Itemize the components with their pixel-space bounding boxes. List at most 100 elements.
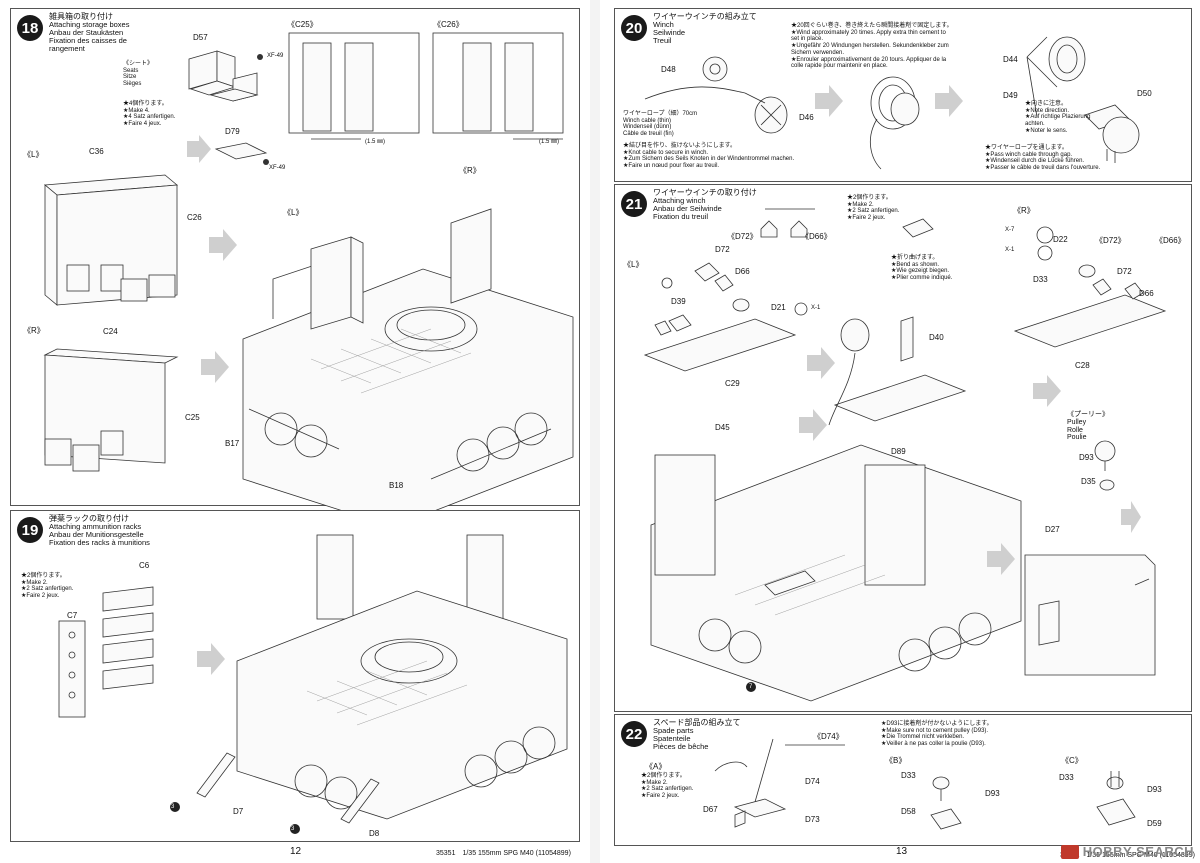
flow-arrow [807, 347, 835, 379]
flow-arrow [935, 85, 963, 117]
note-line: ★20回ぐらい巻き、巻き終えたら瞬間接着剤で固定します。 [791, 23, 953, 29]
marker-number: 7 [749, 684, 753, 690]
vehicle-hull-illustration [242, 208, 574, 528]
note-line: ★Note direction. [1025, 107, 1070, 114]
seat-cushion-illustration [214, 142, 268, 160]
note-line: ★Auf richtige Plazierung [1025, 114, 1091, 121]
paint-dot-icon [257, 54, 263, 60]
part-label: D93 [985, 789, 1000, 798]
note-line: Câble de treuil (fin) [623, 131, 674, 138]
note-line: ★ワイヤーロープを通します。 [985, 145, 1068, 151]
step-title-block: 雑具箱の取り付け Attaching storage boxes Anbau d… [49, 12, 144, 54]
note-line: ★結び目を作り、抜けないようにします。 [623, 143, 737, 149]
pass-cable-note: ★ワイヤーロープを通します。 ★Pass winch cable through… [985, 145, 1100, 172]
part-label: D33 [1033, 275, 1048, 284]
winch-wound-illustration [869, 76, 920, 170]
part-tag: 《D66》 [801, 232, 832, 241]
note-line: Sitze [123, 74, 137, 81]
title-fr: Pièces de bêche [653, 742, 709, 752]
flow-arrow [197, 643, 225, 675]
title-en: Spade parts [653, 726, 694, 736]
part-tag: 《D72》 [1095, 236, 1126, 245]
pulley-note: 《プーリー》 Pulley Rolle Poulie [1067, 411, 1109, 442]
rear-box-illustration [1024, 554, 1156, 676]
vehicle-hull-illustration [196, 590, 568, 824]
title-de: Anbau der Munitionsgestelle [49, 530, 144, 540]
step-number-badge: 19 [17, 517, 43, 543]
title-fr: Fixation des caisses de rangement [49, 36, 127, 54]
flow-arrow [187, 135, 211, 163]
part-label: D66 [1139, 289, 1154, 298]
note-line: ★Die Trommel nicht verkleben. [881, 734, 965, 741]
note-line: Poulie [1067, 434, 1087, 442]
step-20-panel: 20 ワイヤーウインチの組み立て Winch Seilwinde Treuil [614, 8, 1192, 182]
note-line: ★Make 2. [641, 779, 668, 786]
note-line: ★Faire un nœud pour fixer au treuil. [623, 163, 720, 170]
title-fr: Fixation du treuil [653, 212, 709, 222]
side-tag: 《L》 [23, 150, 44, 159]
paint-label: XF-49 [269, 165, 286, 171]
title-en: Attaching storage boxes [49, 20, 130, 30]
part-label: C36 [89, 147, 104, 156]
title-de: Anbau der Seilwinde [653, 204, 722, 214]
step-20-drawing [644, 36, 1140, 170]
step-number-badge: 22 [621, 721, 647, 747]
part-label: D40 [929, 333, 944, 342]
step-21-drawing [643, 208, 1167, 702]
glue-marker-icon [170, 802, 180, 812]
side-tag: 《R》 [1013, 206, 1035, 215]
paint-label: X-7 [1005, 227, 1015, 233]
paint-label: X-1 [811, 305, 821, 311]
spade-assembly-illustration [714, 738, 845, 828]
note-line: ★2 Satz anfertigen. [641, 786, 694, 793]
note-line: ★Knot cable to secure in winch. [623, 149, 709, 156]
note-line: ★Veiller à ne pas coller la poulie (D93)… [881, 741, 986, 748]
part-label: D46 [799, 113, 814, 122]
seat-note: 《シート》 Seats Sitze Sièges [123, 61, 153, 88]
part-label: C28 [1075, 361, 1090, 370]
part-label: D48 [661, 65, 676, 74]
ammo-rack-installed-illustration [316, 534, 504, 620]
part-label: D8 [369, 829, 380, 838]
size-label: (1.5 ㎜) [365, 139, 386, 145]
paint-dot-icon [263, 159, 269, 165]
pulley-illustration [1094, 440, 1116, 491]
part-label: D67 [703, 805, 718, 814]
part-label: D45 [715, 423, 730, 432]
part-label: D39 [671, 297, 686, 306]
note-line: Seats [123, 67, 139, 74]
note-line: ★向きに注意。 [1025, 101, 1068, 107]
wind-note: ★20回ぐらい巻き、巻き終えたら瞬間接着剤で固定します。 ★Wind appro… [791, 23, 953, 70]
paint-label: X-1 [1005, 247, 1015, 253]
step-21-panel: 21 ワイヤーウインチの取り付け Attaching winch Anbau d… [614, 184, 1192, 712]
title-jp: ワイヤーウインチの取り付け [653, 188, 757, 197]
cement-note: ★D93に接着剤が付かないようにします。 ★Make sure not to c… [881, 721, 993, 748]
part-label: C26 [187, 213, 202, 222]
part-label: D44 [1003, 55, 1018, 64]
title-en: Attaching ammunition racks [49, 522, 142, 532]
part-box-tag: 《C26》 [433, 20, 464, 29]
make-2-note: ★2個作ります。 ★Make 2. ★2 Satz anfertigen. ★F… [21, 573, 73, 600]
part-label: D72 [715, 245, 730, 254]
note-line: ★Windenseil durch die Lücke führen. [985, 158, 1085, 165]
direction-note: ★向きに注意。 ★Note direction. ★Auf richtige P… [1025, 101, 1090, 135]
step-title-block: ワイヤーウインチの取り付け Attaching winch Anbau der … [653, 188, 757, 222]
note-line: Rolle [1067, 426, 1083, 434]
step-title-block: スペード部品の組み立て Spade parts Spatenteile Pièc… [653, 718, 740, 752]
step-title-block: ワイヤーウインチの組み立て Winch Seilwinde Treuil [653, 12, 757, 46]
note-line: ★D93に接着剤が付かないようにします。 [881, 721, 993, 727]
part-label: C29 [725, 379, 740, 388]
note-line: Windenseil (dünn) [623, 124, 672, 131]
note-line: ★折り曲げます。 [891, 255, 939, 261]
step-22-drawing [714, 738, 1136, 830]
note-line: Pulley [1067, 418, 1087, 426]
note-line: ★Ungefähr 20 Windungen herstellen. Sekun… [791, 43, 949, 50]
part-label: D93 [1079, 453, 1094, 462]
title-fr: Treuil [653, 36, 672, 46]
note-line: 《シート》 [123, 61, 154, 67]
part-tag: 《D72》 [727, 232, 758, 241]
note-line: ★Make 4. [123, 107, 150, 114]
note-line: ★2 Satz anfertigen. [21, 586, 74, 593]
note-line: ★Faire 2 jeux. [21, 593, 60, 600]
note-line: ★2個作ります。 [21, 573, 66, 579]
